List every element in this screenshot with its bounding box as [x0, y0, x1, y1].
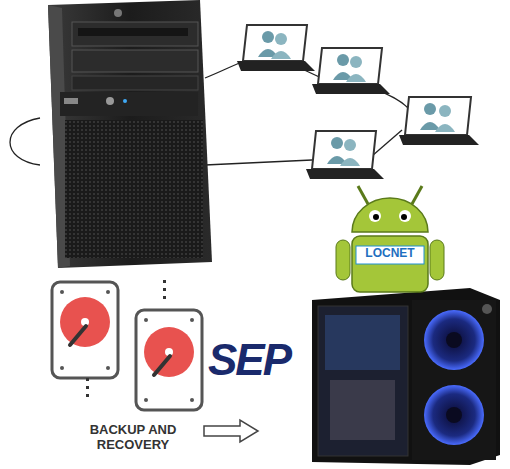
outline-arrow — [204, 420, 258, 442]
hard-disk-icon — [52, 282, 202, 410]
logo-text: SEP — [208, 335, 308, 386]
android-robot — [336, 186, 444, 292]
gaming-pc — [312, 288, 500, 465]
laptop — [237, 25, 479, 179]
caption-label: BACKUP AND RECOVERY — [68, 423, 198, 453]
ellipsis-dots — [86, 280, 166, 397]
tower-server — [48, 0, 212, 268]
brand-label: LOCNET — [357, 247, 423, 261]
